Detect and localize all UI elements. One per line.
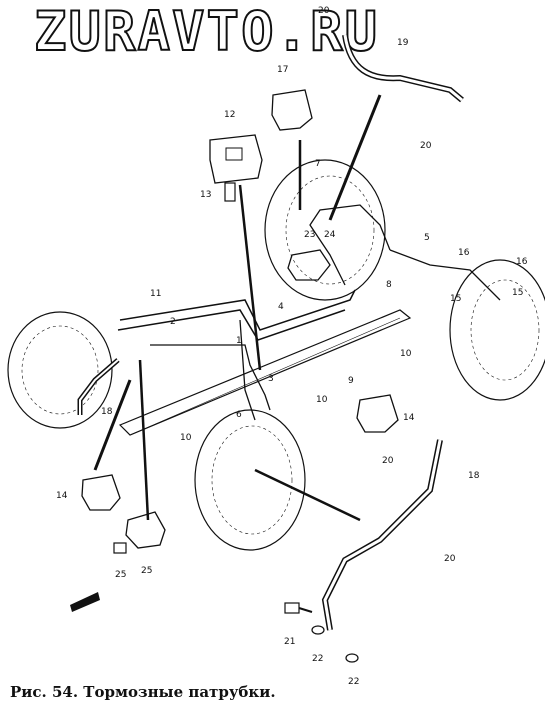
callout-16-right: 16 [516,257,528,267]
callout-23: 23 [304,230,315,240]
callout-10-right: 10 [400,349,412,359]
callout-15-right: 15 [512,288,523,298]
callout-labels: 20 19 17 20 12 13 7 23 24 5 16 16 8 15 1… [56,6,528,687]
washer-22-lower [345,653,359,663]
bolt-21 [284,602,313,614]
arrow-marker [70,592,100,612]
brake-hose-front-bottom [321,439,443,631]
callout-12: 12 [224,110,235,120]
clamp-12 [209,134,263,184]
callout-1: 1 [236,336,242,346]
callout-24: 24 [324,230,336,240]
proportioning-valve [125,511,166,549]
tire-front-bottom [194,409,306,551]
clamp-14-left [81,474,121,511]
pointer-lines [93,94,382,522]
callout-10-left: 10 [180,433,192,443]
callout-19: 19 [397,38,409,48]
callout-20-bottom: 20 [444,554,456,564]
callout-16-left: 16 [458,248,470,258]
bolt-25 [113,542,127,554]
callout-17: 17 [277,65,288,75]
clamp-17 [271,89,313,131]
callout-8: 8 [386,280,392,290]
clamp-14-right [356,394,399,433]
callout-14-left: 14 [56,491,68,501]
callout-15-left: 15 [450,294,461,304]
callout-4: 4 [278,302,284,312]
tire-left [7,311,113,429]
washer-22-upper [311,625,325,635]
callout-14-right: 14 [403,413,415,423]
tire-rear-right [264,159,386,301]
brake-pipes [117,204,501,421]
frame-rail [118,309,412,436]
callout-13: 13 [200,190,211,200]
callout-11: 11 [150,289,161,299]
callout-2: 2 [170,317,176,327]
callout-6: 6 [236,410,242,420]
callout-22-upper: 22 [312,654,323,664]
callout-20-right-upper: 20 [420,141,432,151]
callout-18-left: 18 [101,407,113,417]
tire-right [449,259,545,401]
figure-caption: Рис. 54. Тормозные патрубки. [10,683,276,701]
watermark-text: ZURAVTO.RU [33,0,380,64]
callout-7: 7 [315,159,321,169]
callout-21: 21 [284,637,295,647]
bolt-13 [224,182,236,202]
callout-18-right: 18 [468,471,480,481]
brake-hose-rear-top [342,34,464,103]
brake-hose-left [77,358,120,415]
callout-22-lower: 22 [348,677,359,687]
callout-3: 3 [268,374,274,384]
callout-5: 5 [424,233,430,243]
callout-20-right-lower: 20 [382,456,394,466]
callout-10-middle: 10 [316,395,328,405]
callout-20-top: 20 [318,6,330,16]
callout-25-right: 25 [141,566,152,576]
callout-9: 9 [348,376,354,386]
callout-25-left: 25 [115,570,126,580]
three-way-joint [287,249,331,281]
